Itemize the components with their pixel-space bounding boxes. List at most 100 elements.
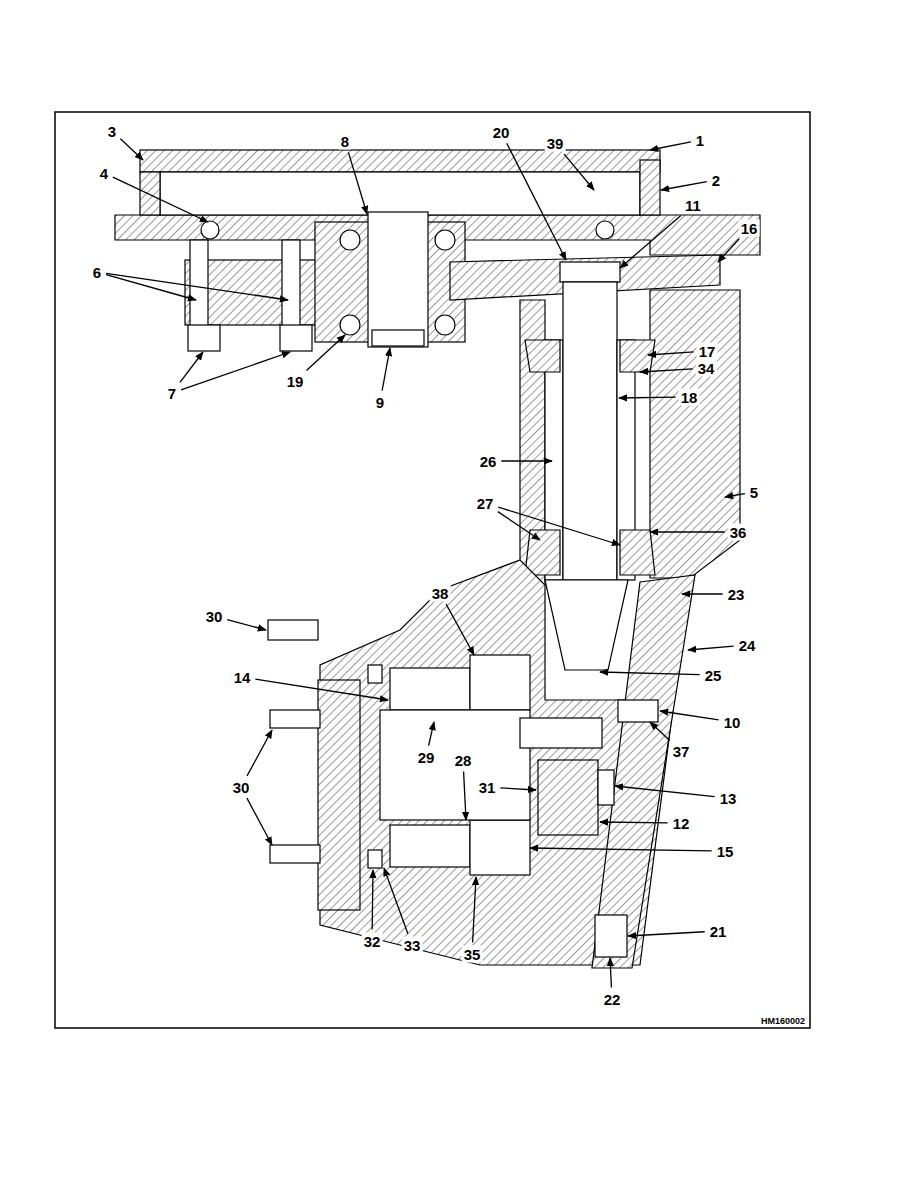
wheel-flange [318, 680, 360, 910]
drawing-code: HM160002 [759, 1016, 807, 1027]
leader-line [255, 679, 388, 700]
ball-bearing [596, 221, 614, 239]
drawing-frame [55, 112, 810, 1028]
callout-number: 5 [748, 484, 760, 501]
leader-line [464, 771, 466, 820]
leader-line [718, 239, 739, 262]
taper-bearing [525, 340, 560, 372]
callout-number: 34 [696, 360, 717, 377]
leader-line [507, 143, 566, 260]
leader-line [660, 711, 719, 720]
leader-line [501, 460, 552, 461]
bolt-head [280, 325, 312, 351]
callout-number: 13 [718, 790, 739, 807]
hub-bearing [390, 825, 470, 867]
callout-number: 29 [416, 749, 437, 766]
callout-number: 38 [430, 585, 451, 602]
seal [368, 850, 382, 868]
leader-line [648, 352, 694, 355]
callout-number: 30 [231, 779, 252, 796]
callout-number: 26 [478, 453, 499, 470]
callout-number: 1 [694, 132, 706, 149]
leader-line [113, 177, 208, 222]
hub-cover [592, 575, 695, 968]
leader-line [106, 275, 196, 300]
callout-number: 12 [671, 815, 692, 832]
callout-number: 24 [737, 637, 758, 654]
callout-number: 4 [98, 165, 110, 182]
leader-line [619, 397, 676, 399]
leader-line [500, 788, 536, 790]
leader-line [180, 352, 203, 382]
ball-bearing [201, 221, 219, 239]
needle-bearing [372, 330, 424, 346]
callout-number: 33 [402, 937, 423, 954]
callout-number: 2 [710, 172, 722, 189]
leader-line [661, 182, 707, 190]
wheel-stud [270, 710, 320, 728]
leader-line [725, 494, 745, 497]
cover-wall [140, 172, 160, 215]
leader-line [446, 604, 474, 655]
leader-line [650, 722, 670, 740]
callout-number: 27 [475, 495, 496, 512]
taper-bearing [525, 530, 560, 575]
leader-line [429, 722, 434, 746]
taper-bearing [620, 530, 655, 575]
callout-number: 28 [453, 752, 474, 769]
leader-line [610, 958, 611, 988]
leader-line [564, 154, 594, 190]
callout-number: 39 [545, 135, 566, 152]
callout-number: 32 [362, 933, 383, 950]
leader-line [372, 870, 374, 930]
bolt-shank [190, 240, 208, 330]
leader-line [688, 646, 734, 650]
seal [368, 665, 382, 683]
callout-number: 9 [374, 394, 386, 411]
cover-wall [640, 160, 660, 215]
callout-number: 22 [602, 991, 623, 1008]
leader-line [348, 152, 367, 214]
callout-number: 8 [339, 133, 351, 150]
gear-nut [560, 262, 620, 282]
cover-cavity [160, 172, 640, 215]
callout-number: 30 [204, 608, 225, 625]
callout-number: 14 [232, 669, 253, 686]
callout-number: 3 [106, 123, 118, 140]
leader-line [473, 877, 476, 943]
wheel-stud [270, 845, 320, 863]
callout-number: 7 [166, 385, 178, 402]
callout-number: 23 [726, 586, 747, 603]
leader-line [640, 369, 693, 372]
leader-line [181, 352, 290, 390]
drain-plug [595, 915, 627, 957]
ball-bearing [435, 230, 455, 250]
hub-bearing [470, 655, 530, 710]
leader-line [650, 531, 725, 532]
leader-line [106, 273, 288, 300]
leader-line [227, 620, 266, 630]
hub-bearing [390, 668, 470, 710]
callout-number: 18 [679, 389, 700, 406]
hub-spindle-end [538, 760, 598, 835]
callout-number: 17 [697, 343, 718, 360]
leader-line [247, 730, 272, 776]
leader-line [600, 821, 668, 823]
leader-line [247, 798, 272, 845]
leader-line [498, 512, 540, 540]
leader-line [384, 868, 408, 934]
callout-number: 20 [491, 124, 512, 141]
leader-line [306, 335, 345, 370]
wheel-stud [268, 620, 318, 640]
ball-bearing [340, 315, 360, 335]
leader-line [498, 507, 620, 545]
leader-line [682, 593, 723, 594]
leader-line [620, 215, 681, 268]
fill-plug [618, 700, 658, 722]
callout-number: 21 [708, 923, 729, 940]
bolt [520, 718, 602, 748]
callout-number: 35 [462, 946, 483, 963]
hub-bore [380, 710, 530, 820]
ball-bearing [340, 230, 360, 250]
